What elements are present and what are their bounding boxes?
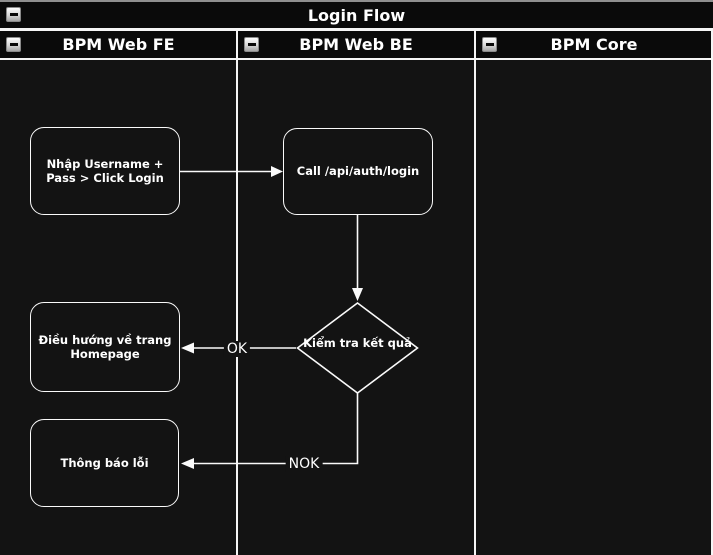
collapse-pool-button[interactable]	[6, 7, 21, 22]
lane-divider	[474, 28, 476, 555]
node-call-api[interactable]: Call /api/auth/login	[283, 128, 433, 215]
collapse-lane-core-button[interactable]	[482, 37, 497, 52]
lane-header-row: BPM Web FE BPM Web BE BPM Core	[0, 31, 713, 58]
node-label: Call /api/auth/login	[296, 164, 420, 179]
edge-nok	[193, 393, 359, 465]
lane-label: BPM Core	[550, 35, 638, 54]
header-separator	[0, 58, 713, 60]
lane-divider	[236, 28, 238, 555]
pool-right-border	[711, 28, 713, 555]
node-label: Nhập Username + Pass > Click Login	[46, 156, 164, 185]
node-redirect-home[interactable]: Điều hướng về trang Homepage	[30, 302, 180, 392]
lane-header-bpm-core[interactable]: BPM Core	[475, 31, 713, 58]
minus-icon	[485, 43, 494, 46]
titlebar-separator	[0, 28, 713, 31]
pool-title: Login Flow	[307, 5, 406, 25]
arrowhead-left-icon	[181, 342, 194, 354]
collapse-lane-be-button[interactable]	[244, 37, 259, 52]
arrowhead-right-icon	[271, 166, 283, 177]
collapse-lane-fe-button[interactable]	[6, 37, 21, 52]
arrowhead-left-icon	[181, 458, 194, 469]
decision-label: Kiểm tra kết quả	[303, 336, 412, 350]
lane-label: BPM Web BE	[299, 35, 413, 54]
node-error-toast[interactable]: Thông báo lỗi	[30, 419, 179, 507]
edge-label-nok[interactable]: NOK	[285, 456, 323, 472]
pool-top-border	[0, 0, 713, 2]
node-label: Thông báo lỗi	[60, 455, 149, 470]
pool-titlebar[interactable]: Login Flow	[0, 2, 713, 28]
lane-header-bpm-web-fe[interactable]: BPM Web FE	[0, 31, 237, 58]
lane-header-bpm-web-be[interactable]: BPM Web BE	[237, 31, 475, 58]
minus-icon	[9, 13, 18, 16]
edge-label-ok[interactable]: OK	[223, 341, 251, 357]
lane-label: BPM Web FE	[62, 35, 175, 54]
arrowhead-down-icon	[352, 288, 363, 301]
minus-icon	[9, 43, 18, 46]
node-input-login[interactable]: Nhập Username + Pass > Click Login	[30, 127, 180, 215]
node-label: Điều hướng về trang Homepage	[38, 332, 172, 361]
minus-icon	[247, 43, 256, 46]
